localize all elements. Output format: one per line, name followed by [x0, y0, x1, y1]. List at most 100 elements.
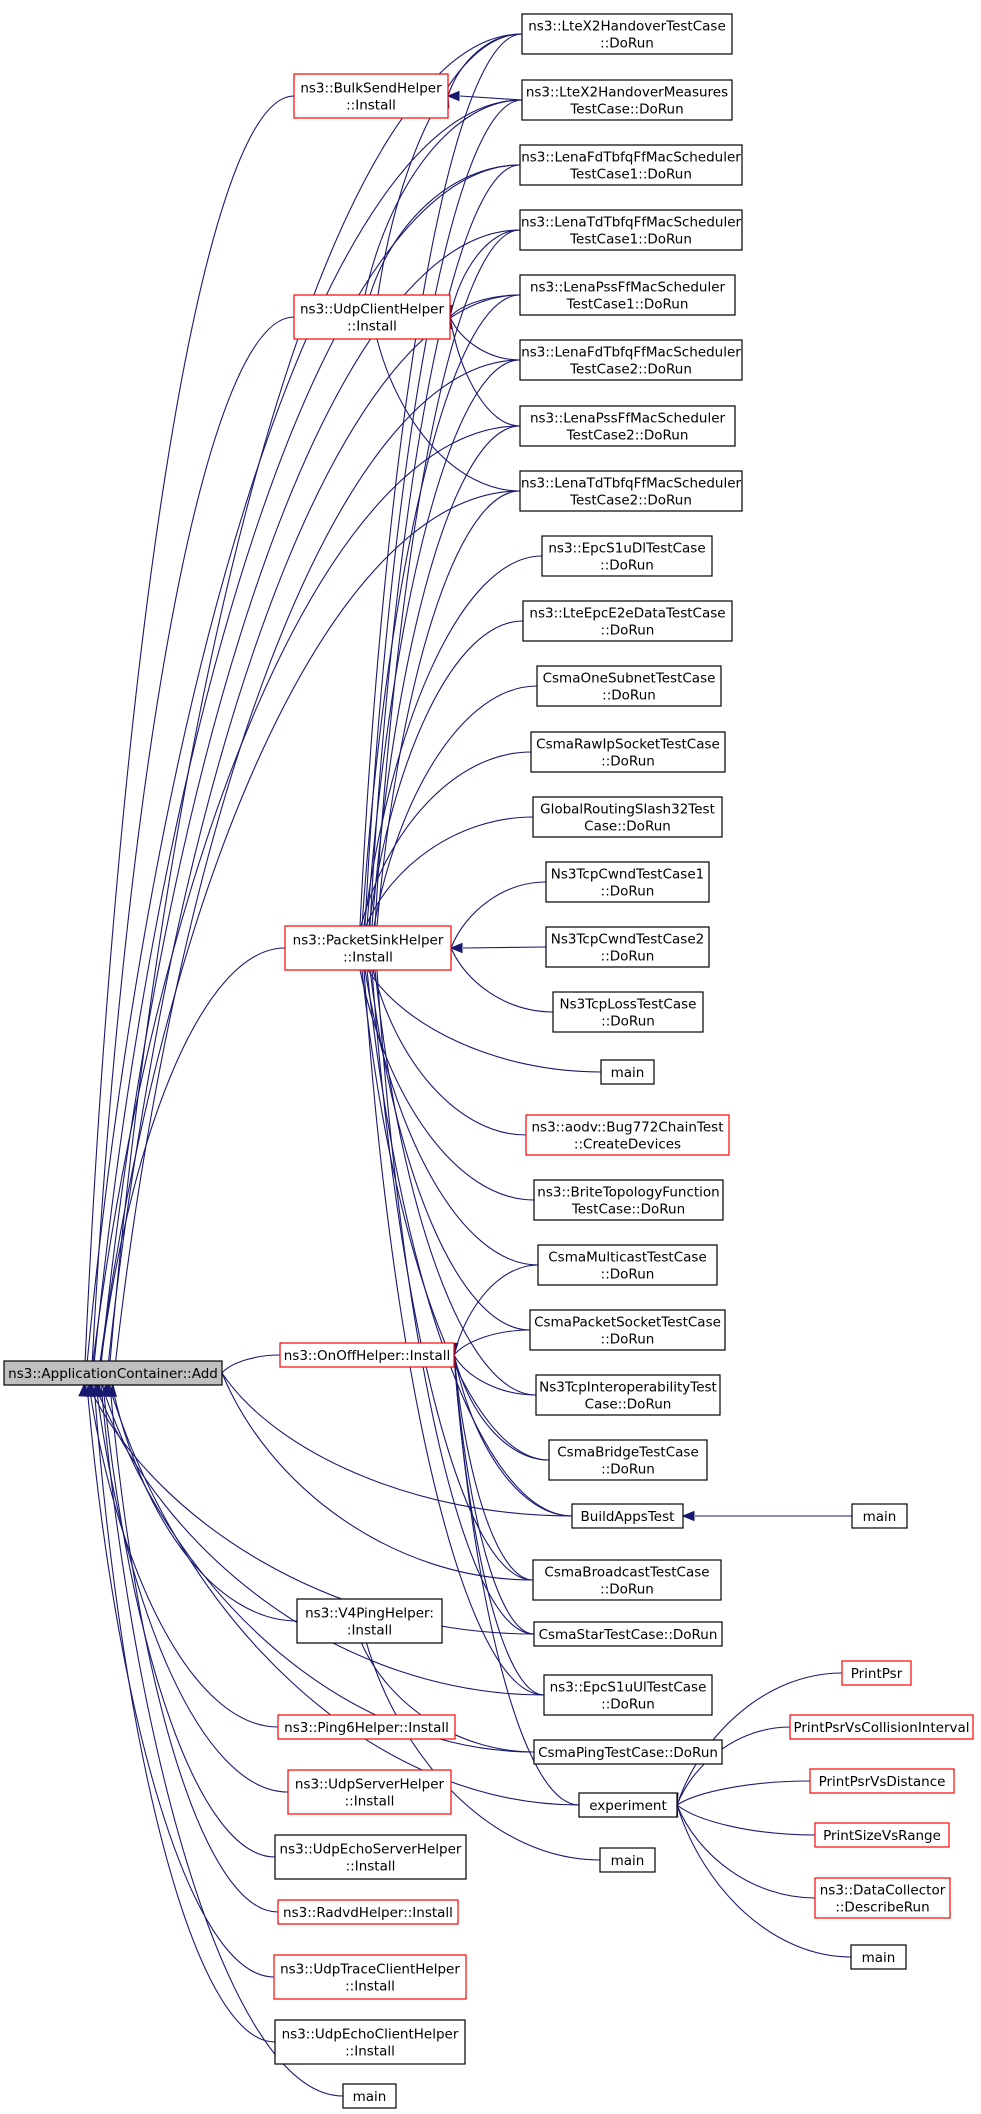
- node-label-line: BuildAppsTest: [581, 1509, 675, 1525]
- node-main-mid[interactable]: main: [600, 1059, 655, 1085]
- node-lenatd2[interactable]: ns3::LenaTdTbfqFfMacSchedulerTestCase2::…: [519, 470, 743, 512]
- node-udptrace[interactable]: ns3::UdpTraceClientHelper::Install: [273, 1954, 467, 2000]
- node-aodv[interactable]: ns3::aodv::Bug772ChainTest::CreateDevice…: [525, 1114, 730, 1156]
- node-label-line: TestCase2::DoRun: [569, 362, 692, 378]
- node-main-bottom[interactable]: main: [342, 2083, 397, 2109]
- node-udpserver[interactable]: ns3::UdpServerHelper::Install: [287, 1769, 452, 1815]
- node-printsize[interactable]: PrintSizeVsRange: [814, 1822, 950, 1848]
- call-edge: [355, 958, 550, 1461]
- node-lenapss2[interactable]: ns3::LenaPssFfMacSchedulerTestCase2::DoR…: [519, 405, 736, 447]
- node-label-line: ns3::LteX2HandoverMeasures: [526, 85, 728, 101]
- node-csmaone[interactable]: CsmaOneSubnetTestCase::DoRun: [536, 665, 722, 707]
- call-edge: [365, 957, 527, 1136]
- node-lenatd1[interactable]: ns3::LenaTdTbfqFfMacSchedulerTestCase1::…: [519, 209, 743, 251]
- call-edge: [93, 1372, 535, 1753]
- node-tcploss[interactable]: Ns3TcpLossTestCase::DoRun: [552, 991, 704, 1033]
- node-epcul[interactable]: ns3::EpcS1uUlTestCase::DoRun: [543, 1674, 713, 1716]
- node-label-line: ns3::BulkSendHelper: [300, 81, 442, 97]
- node-printpsrdist[interactable]: PrintPsrVsDistance: [809, 1768, 955, 1794]
- call-edge: [360, 958, 573, 1517]
- node-label-line: ::Install: [347, 319, 397, 335]
- node-udpechoclient[interactable]: ns3::UdpEchoClientHelper::Install: [274, 2019, 466, 2065]
- node-lenafd1[interactable]: ns3::LenaFdTbfqFfMacSchedulerTestCase1::…: [519, 144, 743, 186]
- call-edge: [366, 685, 538, 939]
- node-csmarawip[interactable]: CsmaRawIpSocketTestCase::DoRun: [530, 731, 726, 773]
- call-edge: [89, 1372, 289, 1793]
- call-edge: [361, 164, 521, 308]
- node-label-line: PrintSizeVsRange: [823, 1828, 941, 1844]
- node-csmapacket[interactable]: CsmaPacketSocketTestCase::DoRun: [529, 1309, 726, 1351]
- call-edge: [90, 490, 521, 1398]
- node-label-line: main: [862, 1950, 896, 1966]
- call-edge: [92, 229, 521, 1397]
- node-lenapss1[interactable]: ns3::LenaPssFfMacSchedulerTestCase1::DoR…: [519, 274, 736, 316]
- node-brite[interactable]: ns3::BriteTopologyFunctionTestCase::DoRu…: [533, 1179, 724, 1221]
- node-onoff[interactable]: ns3::OnOffHelper::Install: [279, 1342, 455, 1368]
- call-edge: [100, 1372, 580, 1806]
- node-label-line: Ns3TcpLossTestCase: [560, 997, 697, 1013]
- node-label-line: ::DoRun: [601, 884, 655, 900]
- call-edge: [87, 1373, 276, 2043]
- node-epcdl[interactable]: ns3::EpcS1uDlTestCase::DoRun: [541, 535, 713, 577]
- node-csmabroadcast[interactable]: CsmaBroadcastTestCase::DoRun: [532, 1559, 722, 1601]
- call-nodes: ns3::ApplicationContainer::Add ns3::BulkS…: [3, 13, 974, 2109]
- node-csmaping[interactable]: CsmaPingTestCase::DoRun: [533, 1739, 723, 1765]
- node-label-line: ns3::DataCollector: [820, 1883, 946, 1899]
- node-tcpcwnd1[interactable]: Ns3TcpCwndTestCase1::DoRun: [545, 861, 710, 903]
- node-label-line: experiment: [589, 1798, 667, 1814]
- node-label-line: ns3::EpcS1uUlTestCase: [550, 1680, 707, 1696]
- call-edge: [354, 33, 523, 938]
- node-experiment[interactable]: experiment: [578, 1792, 678, 1818]
- node-label-line: ns3::PacketSinkHelper: [293, 933, 444, 949]
- node-label-line: ns3::UdpEchoServerHelper: [280, 1842, 462, 1858]
- node-label-line: ns3::LteEpcE2eDataTestCase: [529, 606, 725, 622]
- call-edge: [442, 304, 521, 427]
- node-ltex2[interactable]: ns3::LteX2HandoverTestCase::DoRun: [521, 13, 733, 55]
- node-label-line: TestCase1::DoRun: [566, 297, 689, 313]
- node-label-line: ::DoRun: [601, 1697, 655, 1713]
- node-printpsr[interactable]: PrintPsr: [841, 1660, 912, 1686]
- node-label-line: Case::DoRun: [584, 819, 671, 835]
- call-edge: [668, 1792, 852, 1958]
- node-label-line: ns3::RadvdHelper::Install: [283, 1905, 453, 1921]
- node-label-line: ::DoRun: [600, 36, 654, 52]
- node-label-line: PrintPsrVsCollisionInterval: [793, 1720, 969, 1736]
- node-buildapps[interactable]: BuildAppsTest: [571, 1503, 684, 1529]
- node-csmastar[interactable]: CsmaStarTestCase::DoRun: [533, 1621, 723, 1647]
- node-main-right[interactable]: main: [851, 1503, 908, 1529]
- call-edge: [357, 99, 523, 308]
- node-udpclient[interactable]: ns3::UdpClientHelper::Install: [293, 294, 451, 340]
- node-label-line: ns3::LteX2HandoverTestCase: [528, 19, 726, 35]
- node-add[interactable]: ns3::ApplicationContainer::Add: [3, 1360, 223, 1386]
- node-main-exp[interactable]: main: [599, 1847, 656, 1873]
- node-csmabridge[interactable]: CsmaBridgeTestCase::DoRun: [548, 1439, 708, 1481]
- node-lenafd2[interactable]: ns3::LenaFdTbfqFfMacSchedulerTestCase2::…: [519, 339, 743, 381]
- node-csmamulticast[interactable]: CsmaMulticastTestCase::DoRun: [537, 1244, 718, 1286]
- node-label-line: ns3::UdpEchoClientHelper: [282, 2027, 459, 2043]
- node-ltex2meas[interactable]: ns3::LteX2HandoverMeasuresTestCase::DoRu…: [521, 79, 733, 121]
- node-bulk[interactable]: ns3::BulkSendHelper::Install: [293, 73, 449, 119]
- node-v4ping[interactable]: ns3::V4PingHelper::Install: [296, 1598, 443, 1644]
- node-label-line: PrintPsrVsDistance: [819, 1774, 946, 1790]
- node-lteepc[interactable]: ns3::LteEpcE2eDataTestCase::DoRun: [522, 600, 733, 642]
- node-ping6[interactable]: ns3::Ping6Helper::Install: [277, 1714, 456, 1740]
- call-edge: [99, 294, 521, 1397]
- node-packetsink[interactable]: ns3::PacketSinkHelper::Install: [284, 925, 452, 971]
- node-main-dc[interactable]: main: [850, 1944, 907, 1970]
- node-udpechoserver[interactable]: ns3::UdpEchoServerHelper::Install: [274, 1834, 467, 1880]
- call-edge: [78, 95, 295, 1397]
- node-label-line: ns3::aodv::Bug772ChainTest: [531, 1120, 723, 1136]
- node-label-line: main: [863, 1509, 897, 1525]
- node-radvd[interactable]: ns3::RadvdHelper::Install: [277, 1899, 459, 1925]
- node-label-line: Ns3TcpCwndTestCase1: [551, 867, 704, 883]
- node-label-line: CsmaStarTestCase::DoRun: [539, 1627, 718, 1643]
- node-printpsrcoll[interactable]: PrintPsrVsCollisionInterval: [789, 1714, 974, 1740]
- call-edge: [211, 1360, 573, 1517]
- call-edge: [356, 816, 534, 939]
- node-tcpcwnd2[interactable]: Ns3TcpCwndTestCase2::DoRun: [545, 926, 710, 968]
- node-datacollector[interactable]: ns3::DataCollector::DescribeRun: [814, 1877, 951, 1919]
- call-edge: [370, 490, 521, 938]
